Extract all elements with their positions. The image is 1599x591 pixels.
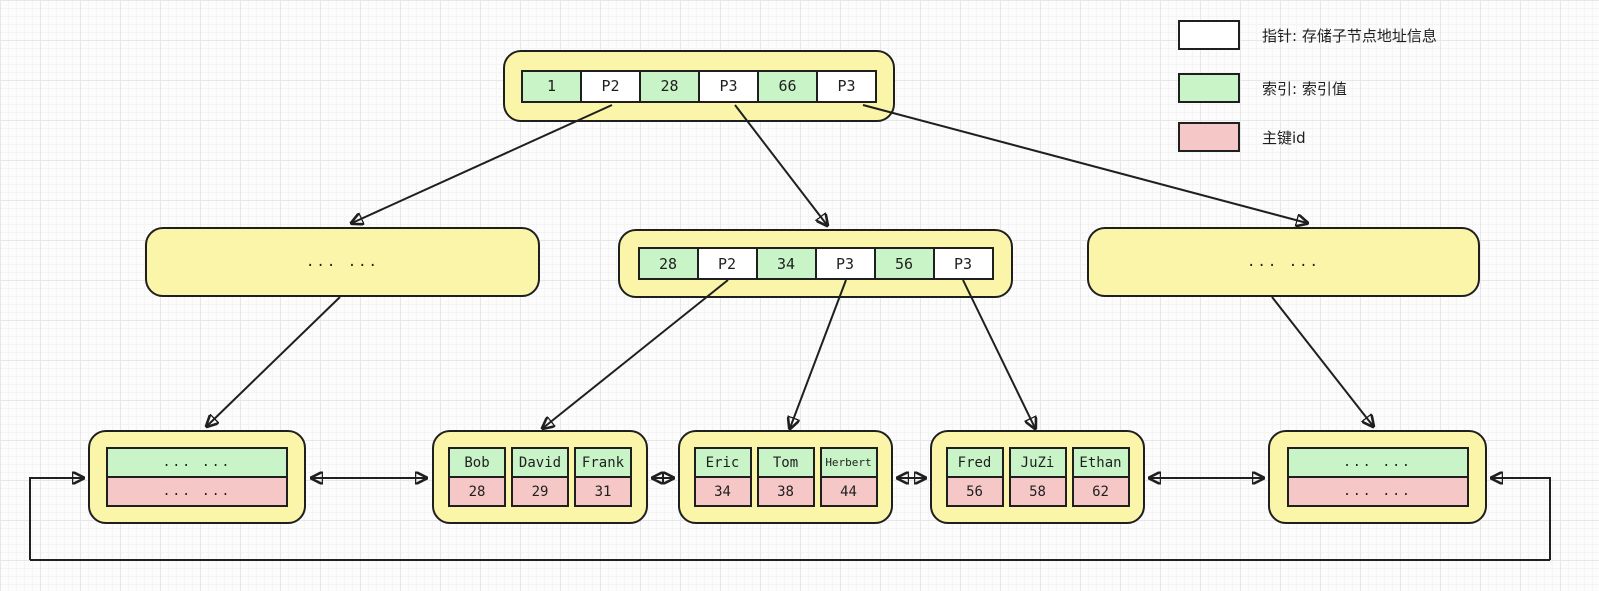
root-cell-index-66: 66	[757, 69, 818, 103]
leaf-index-row: ... ...	[1286, 447, 1469, 478]
leaf-node-ellipsis-left: ... ... ... ...	[88, 430, 306, 524]
leaf-id-cell: 44	[819, 476, 878, 507]
root-cell-index-28: 28	[639, 69, 700, 103]
left-internal-ellipsis: ... ...	[305, 254, 379, 270]
legend-label-pointer: 指针: 存储子节点地址信息	[1262, 26, 1437, 45]
leaf-id-cell: 58	[1008, 476, 1067, 507]
leaf-entry: JuZi 58	[1008, 447, 1067, 507]
leaf-entry: Ethan 62	[1071, 447, 1130, 507]
legend-label-index: 索引: 索引值	[1262, 79, 1347, 98]
root-node: 1 P2 28 P3 66 P3	[503, 50, 895, 122]
internal-cell-index-56: 56	[873, 247, 935, 280]
leaf-name-cell: Fred	[945, 447, 1004, 478]
leaf-node-bob-david-frank: Bob 28 David 29 Frank 31	[432, 430, 648, 524]
leaf-id-cell: 62	[1071, 476, 1130, 507]
leaf-id-row: ... ...	[106, 476, 288, 507]
legend-swatch-primary-key	[1178, 122, 1240, 152]
leaf-node-eric-tom-herbert: Eric 34 Tom 38 Herbert 44	[678, 430, 893, 524]
internal-cell-row: 28 P2 34 P3 56 P3	[637, 247, 994, 280]
root-cell-row: 1 P2 28 P3 66 P3	[521, 69, 877, 103]
leaf-name-cell: Tom	[756, 447, 815, 478]
leaf-id-cell: 31	[574, 476, 632, 507]
internal-cell-index-34: 34	[755, 247, 817, 280]
loop-link-right	[1492, 478, 1551, 560]
right-internal-placeholder-node: ... ...	[1087, 227, 1480, 297]
leaf-table: Fred 56 JuZi 58 Ethan 62	[945, 447, 1130, 507]
leaf-entry: Tom 38	[756, 447, 815, 507]
leaf-entry: Herbert 44	[819, 447, 878, 507]
edge-root-to-left-internal	[352, 104, 613, 223]
leaf-table: Eric 34 Tom 38 Herbert 44	[693, 447, 878, 507]
leaf-name-cell: Ethan	[1071, 447, 1130, 478]
legend-swatch-index	[1178, 73, 1240, 103]
loop-link-left	[29, 478, 83, 560]
edge-rightinternal-to-leaf5	[1271, 296, 1373, 426]
internal-cell-pointer-p3a: P3	[814, 247, 876, 280]
internal-node: 28 P2 34 P3 56 P3	[618, 229, 1013, 298]
root-cell-pointer-p2: P2	[580, 69, 641, 103]
leaf-id-cell: 29	[511, 476, 569, 507]
leaf-entry: Eric 34	[693, 447, 752, 507]
legend-swatch-pointer	[1178, 20, 1240, 50]
edge-internal-p3b-to-leaf4	[962, 279, 1035, 428]
edge-internal-p3a-to-leaf3	[790, 279, 847, 428]
leaf-entry: Fred 56	[945, 447, 1004, 507]
root-cell-pointer-p3b: P3	[816, 69, 877, 103]
internal-cell-pointer-p2: P2	[696, 247, 758, 280]
edge-internal-p2-to-leaf2	[543, 279, 729, 428]
leaf-id-row: ... ...	[1286, 476, 1469, 507]
leaf-table: Bob 28 David 29 Frank 31	[448, 447, 632, 507]
leaf-id-cell: 28	[448, 476, 506, 507]
leaf-table: ... ... ... ...	[106, 447, 288, 507]
leaf-id-cell: 34	[693, 476, 752, 507]
leaf-node-ellipsis-right: ... ... ... ...	[1268, 430, 1487, 524]
leaf-name-cell: Eric	[693, 447, 752, 478]
leaf-table: ... ... ... ...	[1286, 447, 1469, 507]
leaf-entry: Frank 31	[574, 447, 632, 507]
edge-root-to-internal	[734, 104, 827, 225]
leaf-name-cell: Bob	[448, 447, 506, 478]
leaf-node-fred-juzi-ethan: Fred 56 JuZi 58 Ethan 62	[930, 430, 1145, 524]
leaf-name-cell: David	[511, 447, 569, 478]
leaf-id-cell: 38	[756, 476, 815, 507]
edge-leftinternal-to-leaf1	[207, 296, 341, 426]
left-internal-placeholder-node: ... ...	[145, 227, 540, 297]
root-cell-index-1: 1	[521, 69, 582, 103]
leaf-id-cell: 56	[945, 476, 1004, 507]
leaf-entry: Bob 28	[448, 447, 506, 507]
leaf-name-cell: Frank	[574, 447, 632, 478]
leaf-name-cell: Herbert	[819, 447, 878, 478]
internal-cell-index-28: 28	[637, 247, 699, 280]
edge-root-to-right-internal	[862, 104, 1307, 223]
root-cell-pointer-p3a: P3	[698, 69, 759, 103]
leaf-index-row: ... ...	[106, 447, 288, 478]
legend-label-primary-key: 主键id	[1262, 128, 1306, 147]
leaf-entry: David 29	[511, 447, 569, 507]
leaf-name-cell: JuZi	[1008, 447, 1067, 478]
right-internal-ellipsis: ... ...	[1246, 254, 1320, 270]
internal-cell-pointer-p3b: P3	[932, 247, 994, 280]
